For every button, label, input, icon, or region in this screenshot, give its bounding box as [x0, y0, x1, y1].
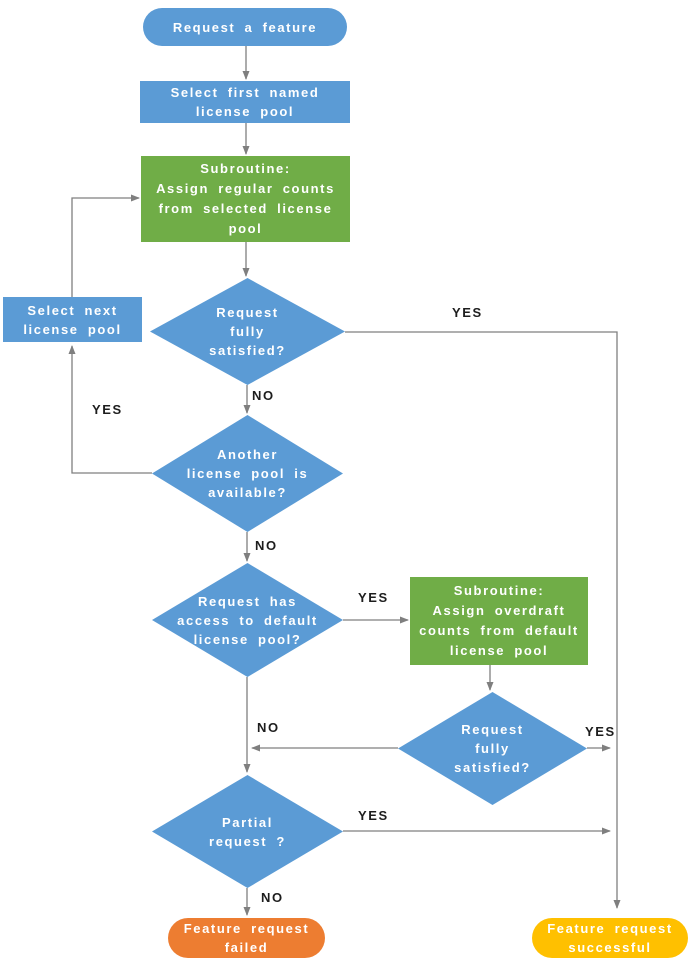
- request-successful-node: Feature request successful: [532, 918, 688, 958]
- request-failed-node: Feature request failed: [168, 918, 325, 958]
- edge-label-another-pool-yes: YES: [92, 402, 123, 417]
- edge-select-next-to-subroutine-regular: [71, 194, 140, 297]
- edge-label-satisfied2-no: NO: [257, 720, 280, 735]
- select-first-pool-node: Select first named license pool: [140, 81, 350, 123]
- edge-label-access-default-yes: YES: [358, 590, 389, 605]
- subroutine-overdraft-node: Subroutine: Assign overdraft counts from…: [410, 577, 588, 665]
- start-node: Request a feature: [143, 8, 347, 46]
- edge-label-satisfied1-yes: YES: [452, 305, 483, 320]
- edge-label-partial-yes: YES: [358, 808, 389, 823]
- edge-label-satisfied1-no: NO: [252, 388, 275, 403]
- edge-label-another-pool-no: NO: [255, 538, 278, 553]
- edge-label-partial-no: NO: [261, 890, 284, 905]
- subroutine-regular-node: Subroutine: Assign regular counts from s…: [141, 156, 350, 242]
- select-next-pool-node: Select next license pool: [3, 297, 142, 342]
- edge-another-pool-yes-to-select-next: [68, 345, 152, 474]
- edge-satisfied1-yes-to-successful: [345, 331, 621, 909]
- edge-label-satisfied2-yes: YES: [585, 724, 616, 739]
